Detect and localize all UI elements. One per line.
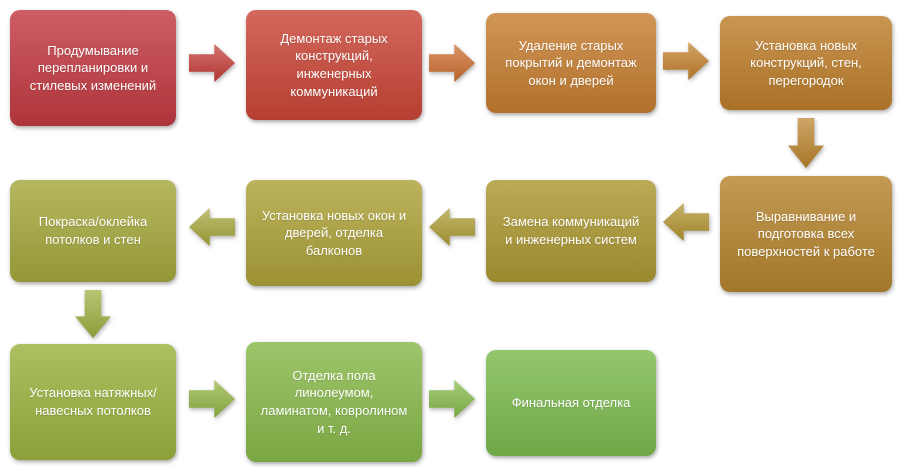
flow-step-new-constructions: Установка новых конструкций, стен, перег… <box>720 16 892 110</box>
flow-arrow-right-icon <box>663 42 709 80</box>
arrow-right-icon <box>189 380 235 418</box>
flow-step-painting: Покраска/оклейка потолков и стен <box>10 180 176 282</box>
flow-arrow-right-icon <box>429 44 475 82</box>
arrow-left-icon <box>663 203 709 241</box>
arrow-left-icon <box>429 208 475 246</box>
arrow-right-icon <box>429 380 475 418</box>
flow-step-windows-doors: Установка новых окон и дверей, отделка б… <box>246 180 422 286</box>
arrow-right-icon <box>663 42 709 80</box>
flow-arrow-right-icon <box>189 44 235 82</box>
flow-arrow-left-icon <box>189 208 235 246</box>
flow-arrow-left-icon <box>663 203 709 241</box>
flow-arrow-right-icon <box>429 380 475 418</box>
flow-step-removal: Удаление старых покрытий и демонтаж окон… <box>486 13 656 113</box>
flow-step-demolition: Демонтаж старых конструкций, инженерных … <box>246 10 422 120</box>
arrow-down-icon <box>788 118 824 168</box>
flow-arrow-down-icon <box>788 118 824 168</box>
arrow-down-icon <box>75 290 111 338</box>
flow-step-final-finishing: Финальная отделка <box>486 350 656 456</box>
flow-step-ceilings: Установка натяжных/навесных потолков <box>10 344 176 460</box>
arrow-right-icon <box>429 44 475 82</box>
arrow-right-icon <box>189 44 235 82</box>
flow-arrow-right-icon <box>189 380 235 418</box>
arrow-left-icon <box>189 208 235 246</box>
flow-arrow-down-icon <box>75 290 111 338</box>
flow-step-planning: Продумывание перепланировки и стилевых и… <box>10 10 176 126</box>
flow-step-flooring: Отделка пола линолеумом, ламинатом, ковр… <box>246 342 422 462</box>
flow-step-leveling: Выравнивание и подготовка всех поверхнос… <box>720 176 892 292</box>
flow-step-communications: Замена коммуникаций и инженерных систем <box>486 180 656 282</box>
flow-arrow-left-icon <box>429 208 475 246</box>
